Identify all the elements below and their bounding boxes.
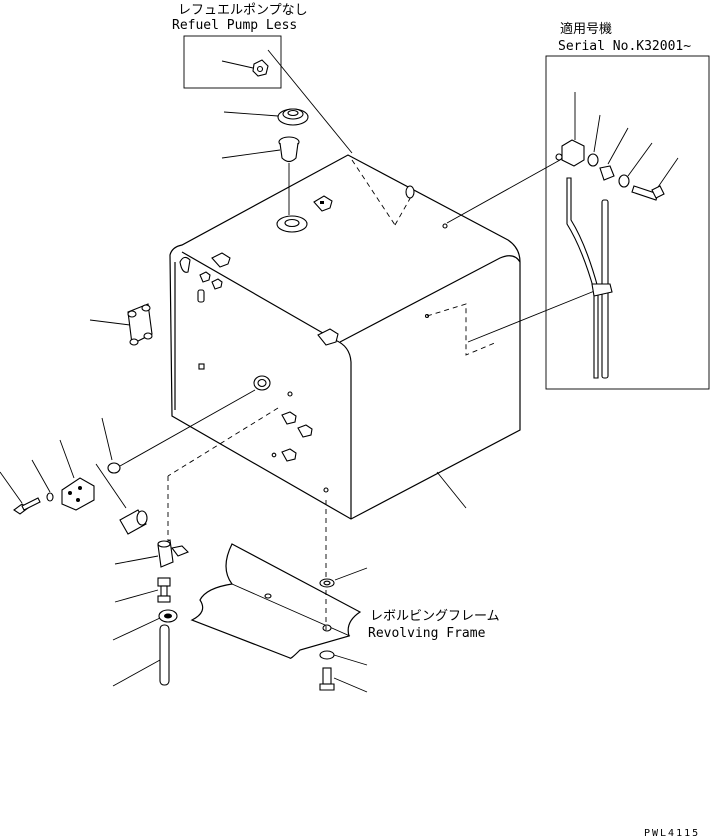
revolving-frame <box>190 500 362 659</box>
filler-cap-part <box>223 108 309 126</box>
lower-washer-part <box>319 650 368 666</box>
gasket-part <box>276 215 308 233</box>
serial-label-en: Serial No.K32001~ <box>558 39 691 54</box>
hose-part <box>95 463 148 535</box>
drain-plug-part <box>101 389 256 474</box>
inset-washer-1-part <box>587 114 601 167</box>
lower-bolt-part <box>319 667 368 693</box>
revolving-frame-label-jp: レボルビングフレーム <box>370 609 500 624</box>
revolving-frame-label-en: Revolving Frame <box>368 626 486 641</box>
refuel-pump-less-label-jp: レフュエルポンプなし <box>178 3 308 18</box>
strainer-part <box>221 136 300 215</box>
tank-leader-line <box>436 471 467 509</box>
plug-part <box>221 59 269 77</box>
pump-leader-line <box>267 49 353 154</box>
vent-leader-line <box>446 159 561 224</box>
drain-valve-part <box>114 539 189 568</box>
vent-tube-part <box>566 177 609 379</box>
fuel-tank <box>167 154 521 540</box>
serial-inset-box <box>545 55 710 390</box>
bolt-part <box>0 471 41 515</box>
serial-label-jp: 適用号機 <box>560 21 612 37</box>
elbow-fitting-part <box>114 577 171 603</box>
vent-elbow-part <box>555 92 585 167</box>
band-clamp-part <box>89 303 153 346</box>
tube-clamp-part <box>591 283 613 297</box>
refuel-pump-less-box <box>183 35 282 89</box>
inset-nut-part <box>599 127 629 181</box>
hose-clamp-part <box>112 609 178 641</box>
valve-part <box>59 439 95 511</box>
washer-part <box>31 459 54 502</box>
inset-bolt-part <box>631 157 679 201</box>
refuel-pump-less-label-en: Refuel Pump Less <box>172 18 297 33</box>
inset-washer-2-part <box>618 142 653 188</box>
frame-washer-part <box>319 567 368 588</box>
bracket-leader-line <box>467 289 598 343</box>
drawing-code: PWL4115 <box>644 828 700 839</box>
drain-hose-part <box>112 624 170 687</box>
